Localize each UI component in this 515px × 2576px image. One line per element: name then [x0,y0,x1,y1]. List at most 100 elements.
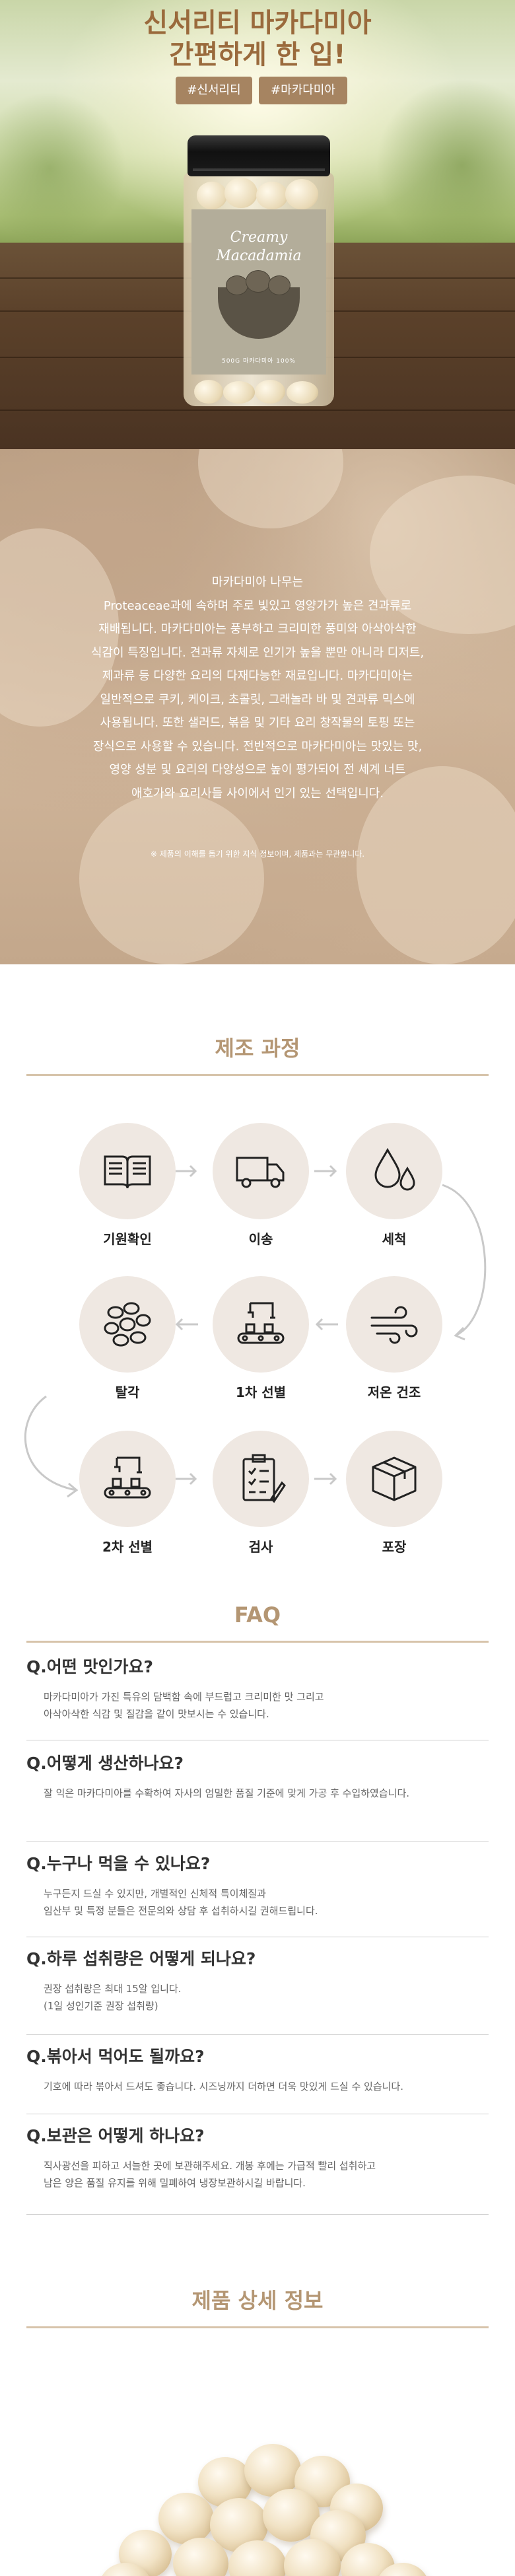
step-label: 세척 [382,1231,407,1247]
arrow-right-icon [174,1472,197,1485]
faq-answer-line: 잘 익은 마카다미아를 수확하여 자사의 엄밀한 품질 기준에 맞게 가공 후 … [44,1787,410,1799]
faq-divider [26,2034,489,2035]
intro-disclaimer: ※ 제품의 이해를 돕기 위한 지식 정보이며, 제품과는 무관합니다. [150,849,365,859]
step-label: 저온 건조 [367,1384,421,1400]
detail-title: 제품 상세 정보 [191,2288,324,2313]
step-label: 포장 [382,1539,407,1555]
faq-title-underline [26,1641,489,1643]
intro-line: 영양 성분 및 요리의 다양성으로 높이 평가되어 전 세계 너트 [109,763,406,777]
step-label: 검사 [248,1539,273,1555]
arrow-right-icon [314,1472,337,1485]
faq-item: Q.하루 섭취량은 어떻게 되나요? 권장 섭취량은 최대 15알 입니다. (… [26,1949,489,2015]
arrow-left-icon [315,1318,338,1331]
faq-answer-line: 임산부 및 특정 분들은 전문의와 상담 후 섭취하시길 권해드립니다. [44,1905,318,1917]
step-label: 2차 선별 [102,1539,153,1555]
water-drops-icon [374,1147,415,1191]
jar-lid [188,135,330,176]
tag-sincerity: #신서리티 [176,77,252,104]
faq-question: Q.볶아서 먹어도 될까요? [26,2047,205,2066]
faq-answer-line: 권장 섭취량은 최대 15알 입니다. [44,1983,182,1995]
step-label: 기원확인 [103,1231,152,1247]
intro-line: 사용됩니다. 또한 샐러드, 볶음 및 기타 요리 창작물의 토핑 또는 [100,716,415,730]
book-icon [104,1155,151,1189]
arrow-left-icon [175,1318,198,1331]
step-inspection [213,1431,309,1527]
step-washing [346,1123,442,1219]
conveyor-robot-icon [104,1456,151,1499]
curve-arrow-icon [24,1395,79,1498]
wind-icon [370,1306,418,1344]
step-packaging [346,1431,442,1527]
intro-line: Proteaceae과에 속하며 주로 빛있고 영양가가 높은 견과류로 [103,598,412,613]
faq-item: Q.볶아서 먹어도 될까요? 기호에 따라 볶아서 드셔도 좋습니다. 시즈닝까… [26,2046,489,2095]
intro-section: 마카다미아 나무는 Proteaceae과에 속하며 주로 빛있고 영양가가 높… [0,449,515,964]
label-weight: 500G 마카다미아 100% [221,358,296,365]
product-jar: Creamy Macadamia 500G 마카다미아 100% [184,135,334,406]
intro-line: 장식으로 사용할 수 있습니다. 전반적으로 마카다미아는 맛있는 맛, [92,739,423,754]
intro-line: 식감이 특징입니다. 견과류 자체로 인기가 높을 뿐만 아니라 디저트, [90,645,425,660]
intro-line: 마카다미아 나무는 [211,575,304,589]
tree-blur-right [376,79,515,251]
step-second-sorting [79,1431,176,1527]
process-title: 제조 과정 [215,1036,300,1061]
package-box-icon [372,1456,417,1501]
intro-paragraph: 마카다미아 나무는 Proteaceae과에 속하며 주로 빛있고 영양가가 높… [59,571,456,805]
process-title-underline [26,1074,489,1076]
nuts-icon [104,1302,151,1347]
faq-question: Q.어떻게 생산하나요? [26,1754,184,1773]
hero-title-line2: 간편하게 한 입! [169,40,346,70]
jar-label: Creamy Macadamia 500G 마카다미아 100% [191,209,326,375]
arrow-right-icon [314,1164,337,1178]
faq-item: Q.어떻게 생산하나요? 잘 익은 마카다미아를 수확하여 자사의 엄밀한 품질… [26,1753,489,1802]
faq-answer-line: 남은 양은 품질 유지를 위해 밀폐하여 냉장보관하시길 바랍니다. [44,2177,306,2189]
detail-title-underline [26,2326,489,2328]
faq-answer: 직사광선을 피하고 서늘한 곳에 보관해주세요. 개봉 후에는 가급적 빨리 섭… [26,2157,489,2192]
arrow-right-icon [174,1164,197,1178]
faq-question: Q.어떤 맛인가요? [26,1657,153,1676]
faq-answer-line: 마카다미아가 가진 특유의 담백함 속에 부드럽고 크리미한 맛 그리고 [44,1691,324,1703]
faq-question: Q.보관은 어떻게 하나요? [26,2126,205,2145]
faq-answer-line: 아삭아삭한 식감 및 질감을 같이 맛보시는 수 있습니다. [44,1708,269,1720]
faq-question: Q.하루 섭취량은 어떻게 되나요? [26,1949,256,1968]
tree-blur-left [0,92,125,244]
intro-line: 애호가와 요리사들 사이에서 인기 있는 선택입니다. [131,786,384,801]
hero-title-line1: 신서리티 마카다미아 [143,8,372,38]
step-shelling [79,1276,176,1373]
step-label: 탈각 [115,1384,140,1400]
faq-answer: 기호에 따라 볶아서 드셔도 좋습니다. 시즈닝까지 더하면 더욱 맛있게 드실… [26,2078,489,2095]
faq-item: Q.어떤 맛인가요? 마카다미아가 가진 특유의 담백함 속에 부드럽고 크리미… [26,1657,489,1723]
step-low-temp-drying [346,1276,442,1373]
faq-question: Q.누구나 먹을 수 있나요? [26,1854,211,1873]
curve-arrow-icon [442,1184,487,1341]
faq-title: FAQ [234,1602,281,1628]
label-brand-line2: Macadamia [216,248,302,264]
faq-answer-line: 직사광선을 피하고 서늘한 곳에 보관해주세요. 개봉 후에는 가급적 빨리 섭… [44,2160,376,2172]
faq-divider [26,2214,489,2215]
intro-line: 재배됩니다. 마카다미아는 풍부하고 크리미한 풍미와 아삭아삭한 [98,622,417,636]
step-label: 1차 선별 [235,1384,287,1400]
faq-item: Q.누구나 먹을 수 있나요? 누구든지 드실 수 있지만, 개별적인 신체적 … [26,1853,489,1919]
bowl-illustration [218,287,300,339]
macadamia-pile-photo [0,2345,515,2576]
truck-icon [236,1157,285,1188]
faq-answer-line: 누구든지 드실 수 있지만, 개별적인 신체적 특이체질과 [44,1888,266,1900]
faq-item: Q.보관은 어떻게 하나요? 직사광선을 피하고 서늘한 곳에 보관해주세요. … [26,2126,489,2192]
faq-answer: 잘 익은 마카다미아를 수확하여 자사의 엄밀한 품질 기준에 맞게 가공 후 … [26,1785,489,1802]
intro-line: 일반적으로 쿠키, 케이크, 초콜릿, 그래놀라 바 및 견과류 믹스에 [100,692,415,707]
conveyor-robot-icon [237,1302,285,1344]
label-brand-line1: Creamy [230,229,288,246]
faq-answer: 마카다미아가 가진 특유의 담백함 속에 부드럽고 크리미한 맛 그리고 아삭아… [26,1688,489,1723]
faq-answer-line: 기호에 따라 볶아서 드셔도 좋습니다. 시즈닝까지 더하면 더욱 맛있게 드실… [44,2081,403,2093]
faq-answer-line: (1일 성인기준 권장 섭취량) [44,2000,158,2012]
hero-section: 신서리티 마카다미아 간편하게 한 입! #신서리티 #마카다미아 Creamy… [0,0,515,449]
step-origin-check [79,1123,176,1219]
step-label: 이송 [248,1231,273,1247]
checklist-icon [242,1454,286,1503]
tag-macadamia: #마카다미아 [259,77,347,104]
step-transport [213,1123,309,1219]
intro-line: 제과류 등 다양한 요리의 다재다능한 재료입니다. 마카다미아는 [102,669,413,683]
wood-plank-line [0,410,515,411]
faq-answer: 누구든지 드실 수 있지만, 개별적인 신체적 특이체질과 임산부 및 특정 분… [26,1885,489,1919]
faq-answer: 권장 섭취량은 최대 15알 입니다. (1일 성인기준 권장 섭취량) [26,1980,489,2015]
step-first-sorting [213,1276,309,1373]
